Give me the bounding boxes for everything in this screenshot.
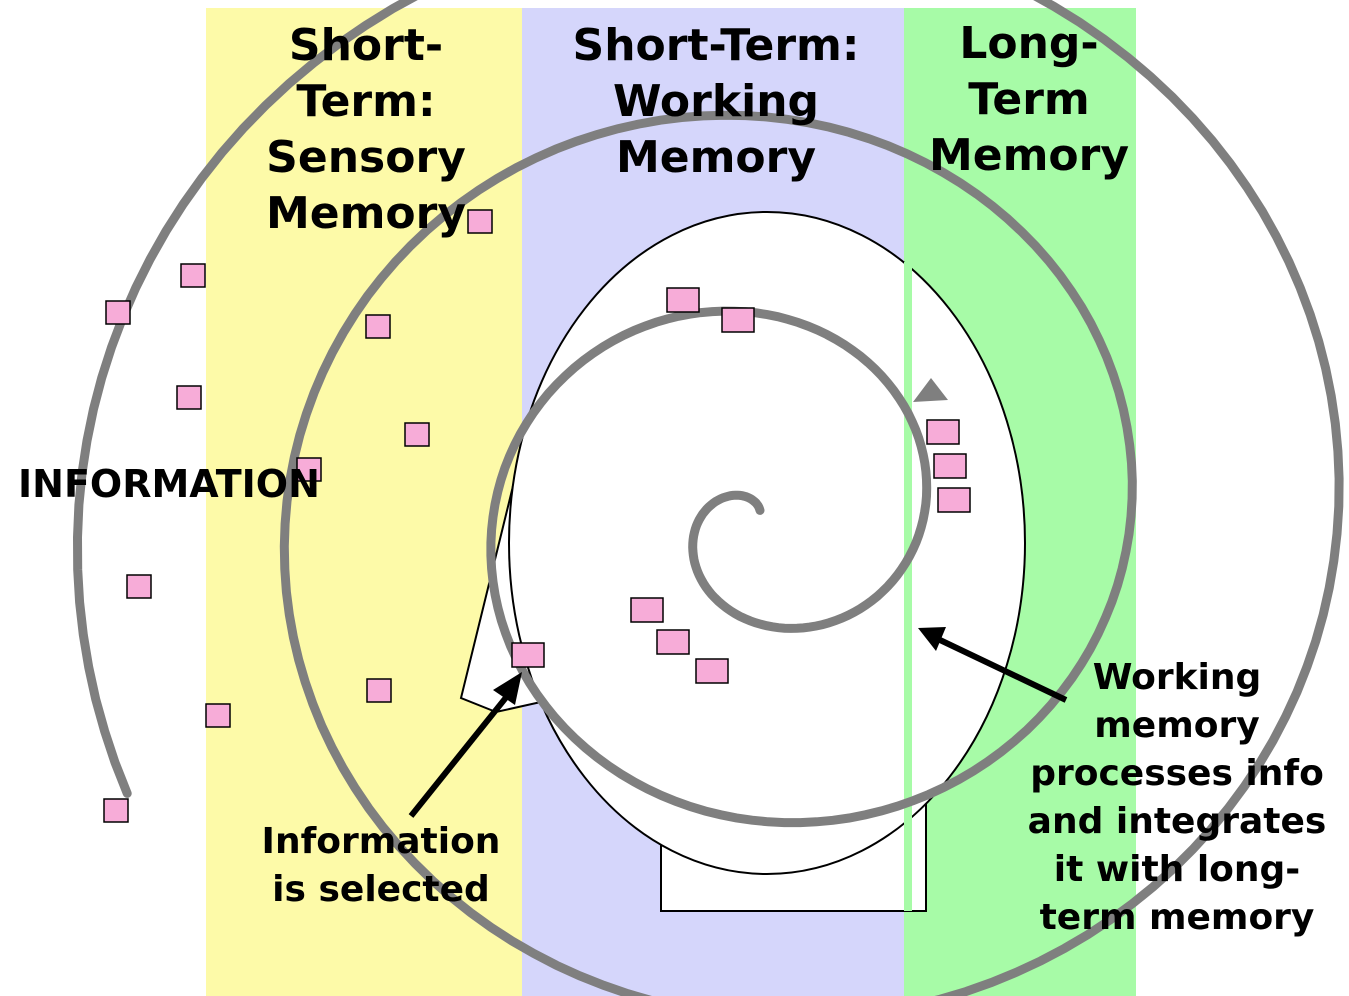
- information-unit: [176, 385, 202, 410]
- information-unit: [404, 422, 430, 447]
- information-unit: [937, 487, 971, 513]
- information-unit: [366, 678, 392, 703]
- spiral-arrowhead: [913, 378, 948, 402]
- information-unit: [180, 263, 206, 288]
- information-unit: [630, 597, 664, 623]
- information-unit: [296, 457, 322, 482]
- information-unit: [103, 798, 129, 823]
- long-term-memory-title: Long- Term Memory: [928, 18, 1130, 181]
- information-unit: [205, 703, 231, 728]
- information-unit: [511, 642, 545, 668]
- information-unit: [721, 307, 755, 333]
- working-arrow-shaft: [938, 637, 1068, 703]
- sensory-memory-title: Short- Term: Sensory Memory: [265, 20, 467, 239]
- information-selected-label: Information is selected: [261, 821, 501, 910]
- selected-arrow-shaft: [408, 688, 515, 818]
- information-unit: [666, 287, 700, 313]
- information-unit: [467, 209, 493, 234]
- information-unit: [126, 574, 152, 599]
- information-unit: [926, 419, 960, 445]
- information-units: [103, 209, 971, 823]
- information-unit: [933, 453, 967, 479]
- information-unit: [365, 314, 391, 339]
- selected-arrow-head: [493, 672, 522, 705]
- working-memory-title: Short-Term: Working Memory: [572, 20, 860, 183]
- sensory-memory-band: [206, 8, 522, 996]
- information-unit: [656, 629, 690, 655]
- working-arrow-head: [918, 627, 946, 651]
- working-memory-process-label: Working memory processes info and integr…: [1027, 657, 1327, 938]
- head-outline: [508, 211, 1026, 875]
- long-term-divider: [904, 262, 912, 911]
- information-unit: [695, 658, 729, 684]
- information-label: INFORMATION: [18, 462, 320, 506]
- information-unit: [105, 300, 131, 325]
